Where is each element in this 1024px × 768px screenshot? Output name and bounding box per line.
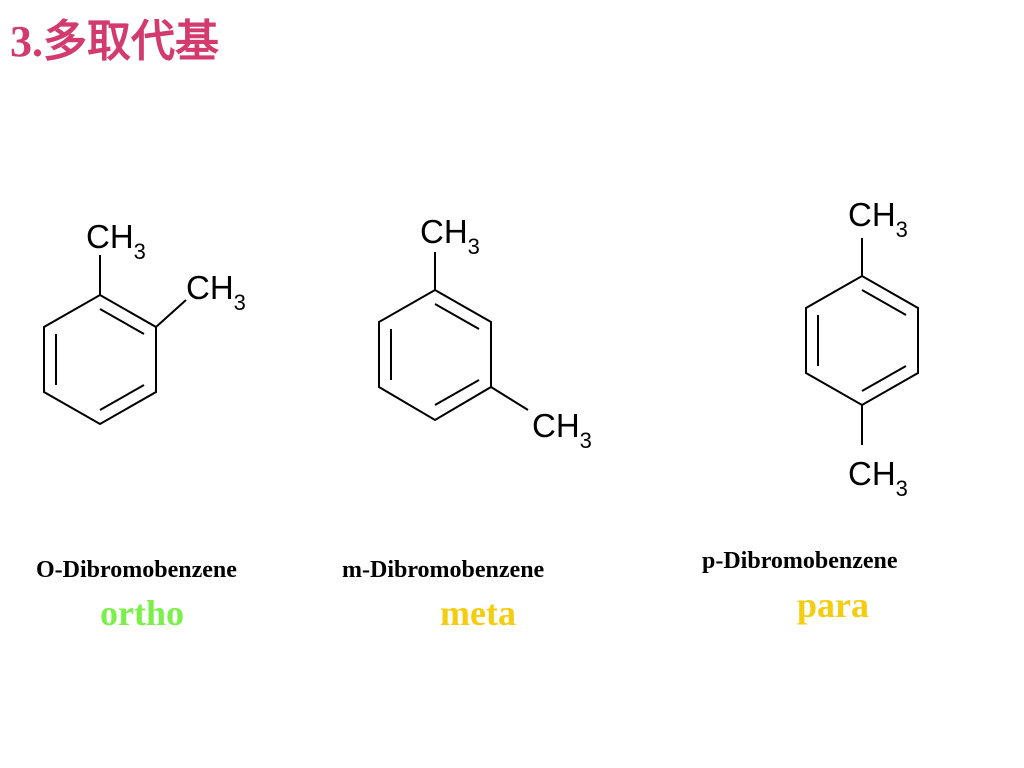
ortho-bond-2 [155,299,187,328]
para-compound-name: p-Dibromobenzene [702,548,898,574]
meta-bond-2 [490,386,529,411]
meta-structure: CH3 CH3 [378,213,592,453]
title-text: 多取代基 [43,16,219,67]
para-ch3-bottom: CH3 [848,455,908,501]
ortho-structure: CH3 CH3 [43,218,246,426]
meta-ch3-side: CH3 [532,407,592,453]
ortho-benzene-ring [43,293,157,426]
para-ch3-top: CH3 [848,196,908,242]
para-structure: CH3 CH3 [805,196,919,501]
meta-benzene-ring [378,288,492,422]
slide-title: 3.多取代基 [10,12,219,72]
ortho-ch3-top: CH3 [86,218,146,264]
ortho-ch3-side: CH3 [186,269,246,315]
ortho-isomer-label: ortho [100,593,184,633]
meta-ch3-top: CH3 [420,213,480,259]
meta-compound-name: m-Dibromobenzene [342,557,545,583]
para-isomer-label: para [797,585,869,625]
ortho-compound-name: O-Dibromobenzene [36,557,237,583]
para-benzene-ring [805,274,919,407]
title-number: 3. [10,17,43,66]
meta-isomer-label: meta [440,593,516,633]
